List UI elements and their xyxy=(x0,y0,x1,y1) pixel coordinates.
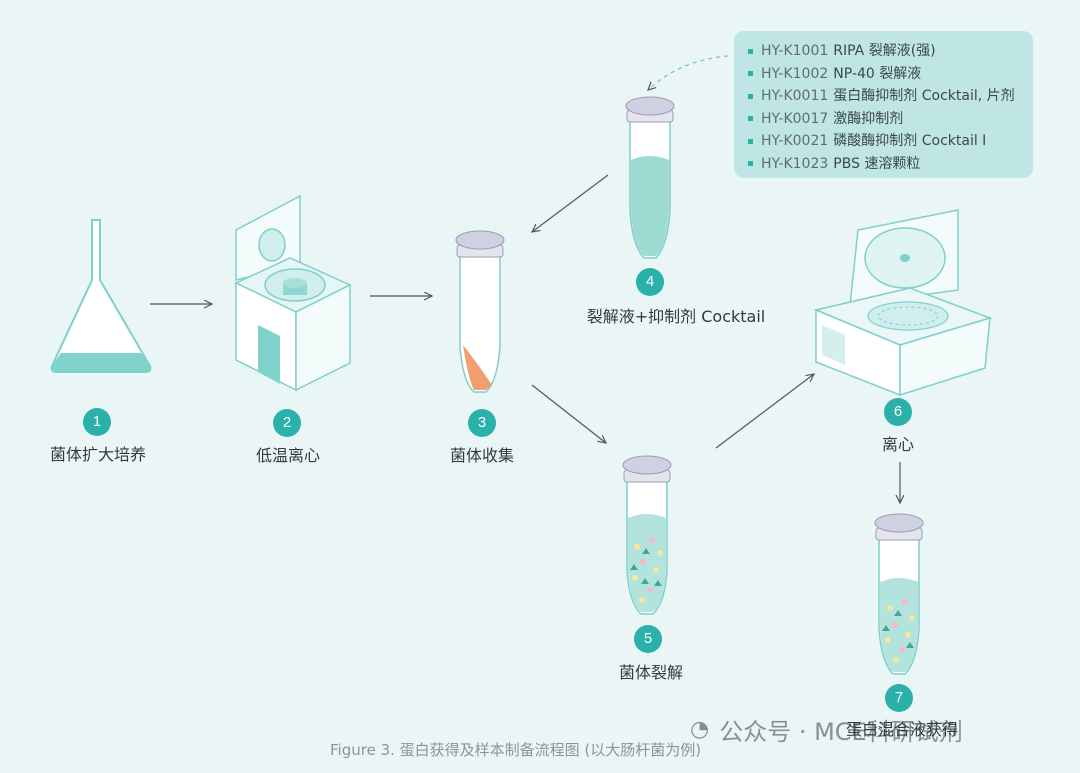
reagent-code: HY-K0021 xyxy=(761,133,829,149)
low-temp-centrifuge-illustration xyxy=(234,194,352,392)
step-5-label: 菌体裂解 xyxy=(618,663,684,682)
arrow-reagents-4 xyxy=(648,55,729,90)
flow-arrows xyxy=(150,55,900,503)
arrow-4-3 xyxy=(532,174,609,232)
reagent-code: HY-K1023 xyxy=(761,155,829,172)
reagent-name: 磷酸酶抑制剂 Cocktail I xyxy=(833,133,987,149)
bullet-icon xyxy=(748,161,753,167)
step-1-label: 菌体扩大培养 xyxy=(49,445,147,464)
centrifuge-illustration xyxy=(813,144,993,397)
flask-illustration xyxy=(50,219,152,373)
arrow-3-5 xyxy=(531,384,606,443)
step-2-badge: 2 xyxy=(273,409,301,437)
tube-lysis-illustration xyxy=(622,455,672,615)
step-2-label: 低温离心 xyxy=(255,446,321,465)
step-3-label: 菌体收集 xyxy=(449,446,515,465)
step-7-label: 蛋白混合液获得 xyxy=(845,720,959,739)
reagent-name: 蛋白酶抑制剂 Cocktail, 片剂 xyxy=(833,88,1015,104)
figure-caption: Figure 3. 蛋白获得及样本制备流程图 (以大肠杆菌为例) xyxy=(330,741,702,759)
tube-lysis-buffer-illustration xyxy=(625,96,675,259)
reagent-code: HY-K1002 xyxy=(761,65,829,82)
bullet-icon xyxy=(748,116,753,122)
arrow-5-6 xyxy=(715,374,814,449)
bullet-icon xyxy=(748,71,753,77)
step-5-badge: 5 xyxy=(634,625,662,653)
reagent-name: 激酶抑制剂 xyxy=(833,110,904,127)
step-4-badge: 4 xyxy=(636,268,664,296)
watermark-text: 公众号 · MCE科研试剂 xyxy=(719,718,963,746)
step-1-badge: 1 xyxy=(83,408,111,436)
reagent-code: HY-K0011 xyxy=(761,88,829,104)
reagent-name: NP-40 裂解液 xyxy=(833,65,922,82)
tube-harvest-illustration xyxy=(455,230,505,393)
reagent-name: RIPA 裂解液(强) xyxy=(833,43,936,59)
step-3-badge: 3 xyxy=(468,409,496,437)
wechat-icon: ◔ xyxy=(690,717,710,742)
tube-protein-illustration xyxy=(874,513,924,675)
reagent-code: HY-K0017 xyxy=(761,110,829,127)
step-6-label: 离心 xyxy=(881,435,915,454)
reagent-name: PBS 速溶颗粒 xyxy=(833,155,921,172)
bullet-icon xyxy=(748,93,753,99)
bullet-icon xyxy=(748,138,753,144)
step-6-badge: 6 xyxy=(884,398,912,426)
step-7-badge: 7 xyxy=(885,684,913,712)
bullet-icon xyxy=(748,48,753,54)
reagent-code: HY-K1001 xyxy=(761,43,829,59)
step-4-label: 裂解液+抑制剂 Cocktail xyxy=(586,307,766,326)
watermark: ◔ 公众号 · MCE科研试剂 xyxy=(690,712,963,747)
